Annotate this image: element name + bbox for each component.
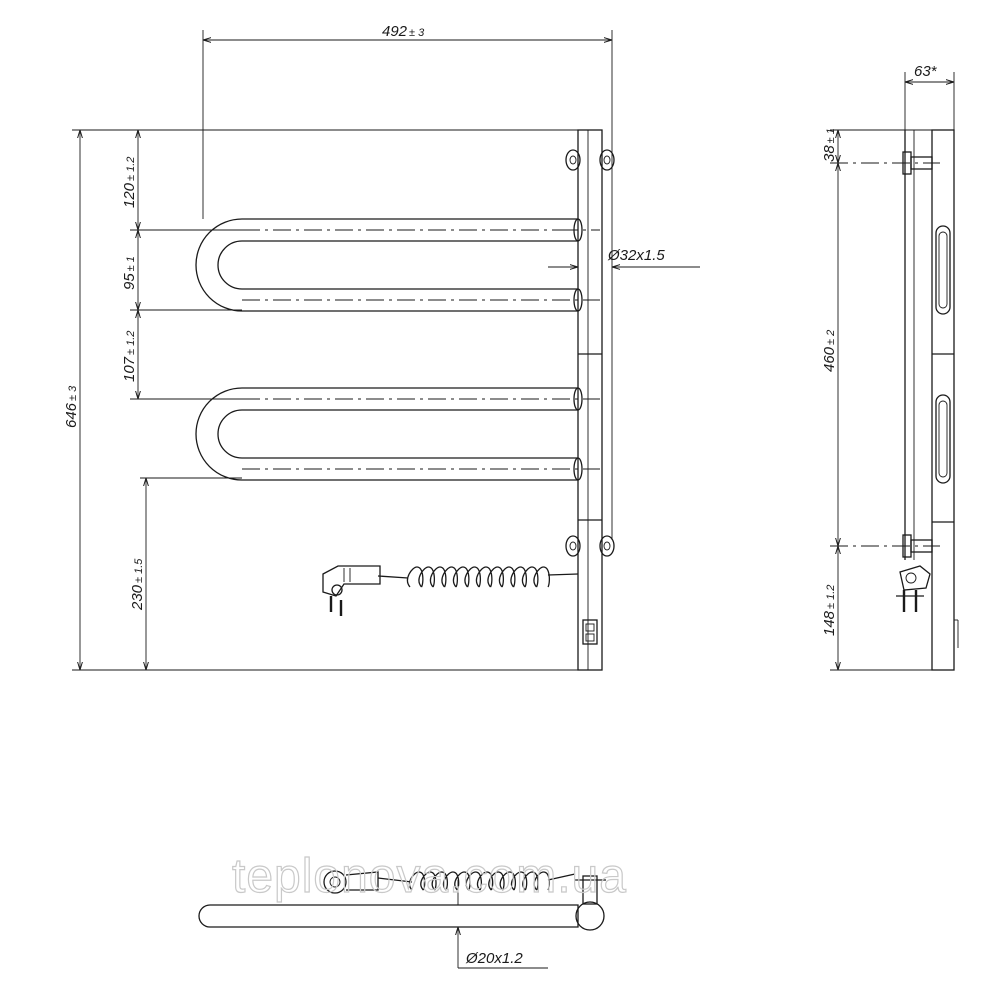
power-cord: [377, 566, 579, 588]
upper-u-loop: [195, 218, 600, 312]
side-plug: [896, 565, 931, 612]
between-loops-tolerance: ± 1.2: [125, 331, 137, 355]
svg-text:38± 1: 38± 1: [821, 128, 838, 162]
between-loops-dimension: 107± 1.2: [121, 310, 138, 399]
top-offset-value: 120: [121, 182, 138, 208]
front-top-bracket: [565, 149, 615, 171]
mount-spacing-tolerance: ± 2: [825, 330, 837, 345]
bottom-offset-dimension: 230± 1.5: [129, 478, 146, 670]
top-rail: [198, 875, 606, 931]
bottom-offset-value: 230: [129, 584, 146, 611]
height-value: 646: [63, 402, 80, 428]
svg-text:120± 1.2: 120± 1.2: [121, 157, 138, 208]
top-view: Ø20x1.2: [198, 870, 606, 969]
side-riser: [931, 129, 959, 671]
top-mount-tolerance: ± 1: [825, 128, 837, 143]
front-view: 492± 3 646± 3 120± 1.2 95± 1 107± 1.2 23…: [63, 23, 700, 671]
top-offset-dimension: 120± 1.2: [121, 130, 138, 230]
width-value: 492: [382, 23, 408, 40]
side-bottom-mount: [830, 534, 940, 558]
side-view: 63* 38± 1 460± 2 148± 1.2: [821, 63, 959, 671]
front-riser: [577, 129, 603, 671]
control-switch: [582, 619, 598, 645]
top-cord: [323, 870, 576, 894]
svg-text:95± 1: 95± 1: [121, 256, 138, 290]
top-mount-value: 38: [821, 145, 838, 162]
bottom-offset-tolerance: ± 1.5: [133, 558, 145, 583]
tube-diameter-callout: Ø32x1.5: [548, 247, 700, 267]
euro-plug: [322, 565, 381, 616]
bottom-mount-tolerance: ± 1.2: [825, 585, 837, 609]
rail-diameter-label: Ø20x1.2: [465, 950, 523, 967]
height-dimension: 646± 3: [63, 130, 80, 670]
side-top-mount: [830, 151, 940, 175]
width-dimension: 492± 3: [203, 23, 612, 40]
svg-text:107± 1.2: 107± 1.2: [121, 331, 138, 382]
svg-text:460± 2: 460± 2: [821, 330, 838, 372]
side-wall-line: [904, 130, 915, 560]
depth-label: 63*: [914, 63, 938, 80]
svg-text:492± 3: 492± 3: [382, 23, 425, 40]
watermark: teplonova.com.ua: [232, 850, 627, 903]
bottom-mount-value: 148: [821, 610, 838, 636]
top-mount-dimension: 38± 1: [821, 128, 838, 163]
loop-gap-tolerance: ± 1: [125, 256, 137, 271]
loop-gap-value: 95: [121, 273, 138, 290]
svg-text:646± 3: 646± 3: [63, 385, 80, 428]
depth-dimension: 63*: [905, 63, 954, 82]
svg-text:230± 1.5: 230± 1.5: [129, 558, 146, 611]
bottom-mount-dimension: 148± 1.2: [821, 546, 838, 670]
top-offset-tolerance: ± 1.2: [125, 157, 137, 181]
lower-u-loop: [195, 387, 600, 481]
mount-spacing-value: 460: [821, 346, 838, 372]
svg-text:148± 1.2: 148± 1.2: [821, 585, 838, 636]
loop-gap-dimension: 95± 1: [121, 230, 138, 310]
tube-diameter-label: Ø32x1.5: [607, 247, 665, 264]
front-bottom-bracket: [565, 535, 615, 557]
mount-spacing-dimension: 460± 2: [821, 163, 838, 546]
rail-diameter-callout: Ø20x1.2: [458, 880, 548, 969]
front-extension-lines: [72, 30, 613, 671]
width-tolerance: ± 3: [409, 27, 425, 39]
height-tolerance: ± 3: [67, 385, 79, 401]
between-loops-value: 107: [121, 356, 138, 382]
